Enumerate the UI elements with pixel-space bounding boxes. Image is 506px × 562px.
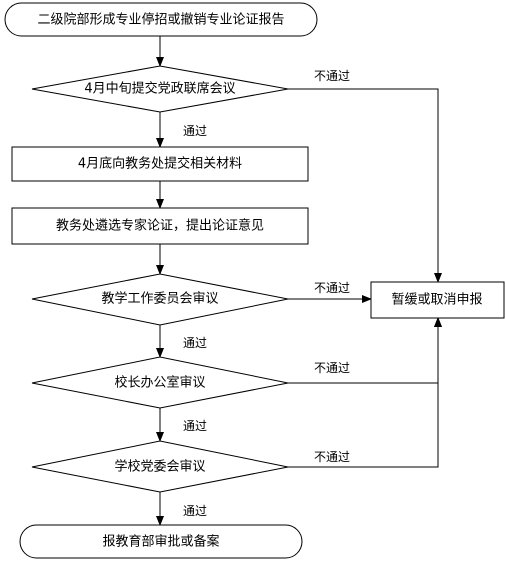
teaching-committee-label: 教学工作委员会审议 <box>101 291 218 307</box>
expert-review-label: 教务处遴选专家论证，提出论证意见 <box>56 218 264 234</box>
pass-label: 通过 <box>183 504 207 518</box>
fail-label: 不通过 <box>314 361 350 375</box>
edge-president-reject <box>288 317 442 384</box>
fail-label: 不通过 <box>314 69 350 83</box>
edge-meeting-reject <box>288 88 442 283</box>
start-node: 二级院部形成专业停招或撤销专业论证报告 <box>4 2 318 37</box>
reject-result-label: 暂缓或取消申报 <box>391 293 482 308</box>
joint-meeting-decision: 4月中旬提交党政联席会议 <box>31 65 289 113</box>
reject-result-box: 暂缓或取消申报 <box>370 281 505 319</box>
pass-label: 通过 <box>183 336 207 350</box>
submit-materials-step: 4月底向教务处提交相关材料 <box>11 146 309 182</box>
party-committee-label: 学校党委会审议 <box>114 459 205 475</box>
party-committee-decision: 学校党委会审议 <box>31 440 289 493</box>
joint-meeting-label: 4月中旬提交党政联席会议 <box>84 81 235 97</box>
edge-party-reject <box>288 317 442 468</box>
end-node-label: 报教育部审批或备案 <box>102 534 219 550</box>
teaching-committee-decision: 教学工作委员会审议 <box>31 273 289 326</box>
fail-label: 不通过 <box>314 450 350 464</box>
submit-materials-label: 4月底向教务处提交相关材料 <box>78 156 242 172</box>
president-office-decision: 校长办公室审议 <box>31 356 289 409</box>
end-node: 报教育部审批或备案 <box>19 524 303 559</box>
president-office-label: 校长办公室审议 <box>114 375 205 391</box>
expert-review-step: 教务处遴选专家论证，提出论证意见 <box>11 207 309 245</box>
fail-label: 不通过 <box>314 281 350 295</box>
start-node-label: 二级院部形成专业停招或撤销专业论证报告 <box>37 12 284 28</box>
pass-label: 通过 <box>183 419 207 433</box>
pass-label: 通过 <box>183 124 207 138</box>
